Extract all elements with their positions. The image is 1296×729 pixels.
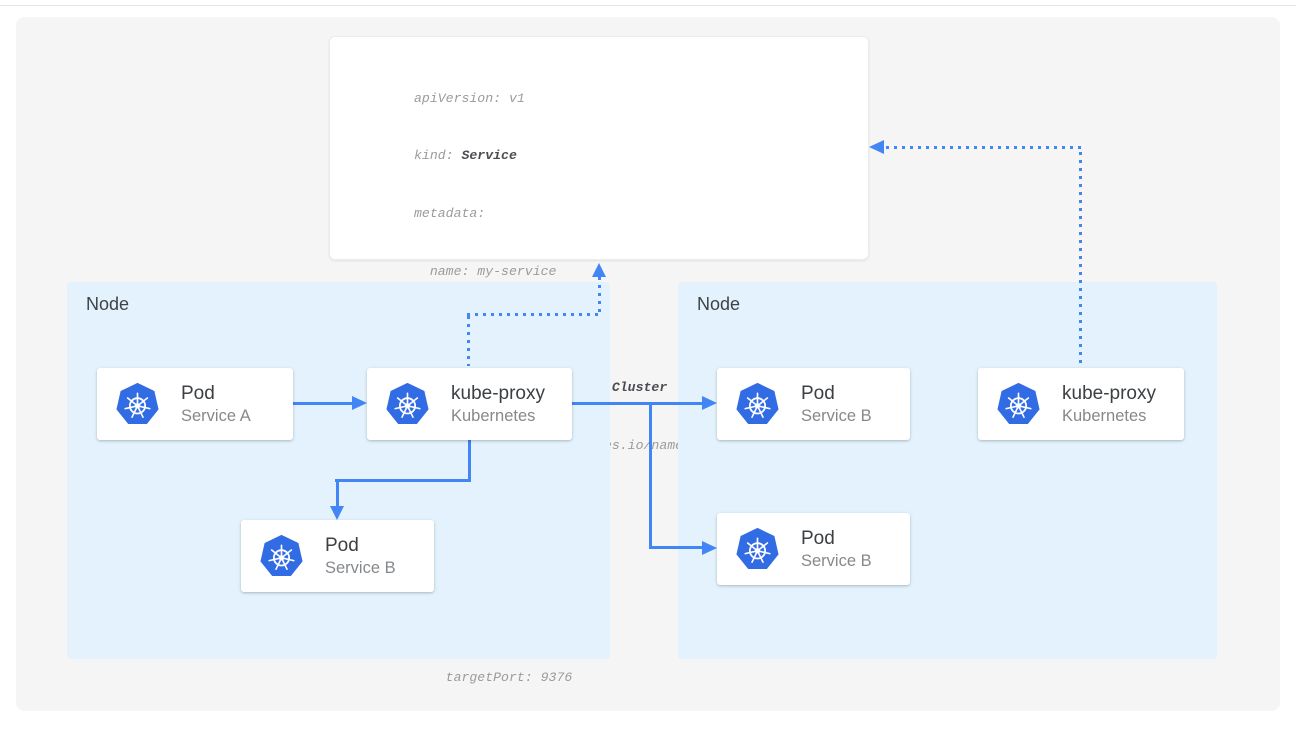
card-subtitle: Service B <box>325 558 396 577</box>
code-segment: name: my-service <box>414 264 557 280</box>
line-branch-to-right-pod-bottom <box>649 546 703 549</box>
pod-card-service-b-left: Pod Service B <box>241 520 434 592</box>
dotted-line-right-kube-proxy-up <box>1079 152 1082 366</box>
kubernetes-icon <box>115 381 160 425</box>
arrowhead-into-left-pod-b <box>330 506 344 520</box>
node-box-right: Node <box>678 282 1217 659</box>
kubernetes-icon <box>735 526 780 570</box>
pod-card-service-b-right-top: Pod Service B <box>717 368 910 440</box>
kube-proxy-card-right: kube-proxy Kubernetes <box>978 368 1184 440</box>
card-subtitle: Kubernetes <box>1062 406 1147 425</box>
card-title: Pod <box>325 534 359 556</box>
node-box-left: Node <box>67 282 610 659</box>
line-branch-down <box>649 402 652 549</box>
node-label: Node <box>697 294 741 314</box>
page-top-divider <box>0 5 1296 6</box>
card-subtitle: Service A <box>181 406 251 425</box>
code-line: metadata: <box>414 204 738 223</box>
node-label: Node <box>86 294 130 314</box>
kubernetes-icon <box>259 533 304 577</box>
dotted-line-up-to-yaml <box>598 277 601 316</box>
line-down-to-left-pod-b <box>336 479 339 506</box>
card-subtitle: Service B <box>801 406 872 425</box>
pod-card-service-b-right-bottom: Pod Service B <box>717 513 910 585</box>
card-title: Pod <box>801 527 835 549</box>
code-segment: apiVersion: v1 <box>414 90 525 106</box>
card-title: kube-proxy <box>1062 382 1156 404</box>
code-segment: targetPort: 9376 <box>414 669 573 685</box>
card-title: Pod <box>801 382 835 404</box>
arrowhead-into-right-pod-top <box>702 396 717 410</box>
kubernetes-icon <box>385 381 430 425</box>
card-title: Pod <box>181 382 215 404</box>
arrowhead-into-kube-proxy <box>352 396 367 410</box>
dotted-arrowhead-into-yaml-right <box>869 140 884 154</box>
line-kube-proxy-to-right-pod-top <box>572 402 703 405</box>
dotted-arrowhead-into-yaml-bottom <box>592 263 606 277</box>
line-kube-proxy-down <box>468 440 471 482</box>
kubernetes-icon <box>735 381 780 425</box>
card-title: kube-proxy <box>451 382 545 404</box>
code-segment: kind: <box>414 148 462 164</box>
dotted-line-elbow-right <box>467 313 601 316</box>
code-line: apiVersion: v1 <box>414 89 738 108</box>
line-left-elbow <box>335 479 471 482</box>
code-segment: metadata: <box>414 206 486 222</box>
line-pod-a-to-kube-proxy <box>293 402 353 405</box>
dotted-line-kube-proxy-up <box>467 316 470 366</box>
code-segment: Cluster <box>611 380 668 396</box>
kubernetes-icon <box>996 381 1041 425</box>
card-subtitle: Service B <box>801 551 872 570</box>
code-line: targetPort: 9376 <box>414 668 738 687</box>
code-segment: Service <box>461 148 517 164</box>
dotted-line-left-to-yaml <box>886 146 1082 149</box>
code-line: name: my-service <box>414 262 738 281</box>
card-subtitle: Kubernetes <box>451 406 536 425</box>
service-yaml-card: apiVersion: v1 kind: Service metadata: n… <box>329 36 869 685</box>
arrowhead-into-right-pod-bottom <box>702 541 717 555</box>
code-line: kind: Service <box>414 146 738 165</box>
pod-card-service-a: Pod Service A <box>97 368 293 440</box>
kube-proxy-card-left: kube-proxy Kubernetes <box>367 368 572 440</box>
